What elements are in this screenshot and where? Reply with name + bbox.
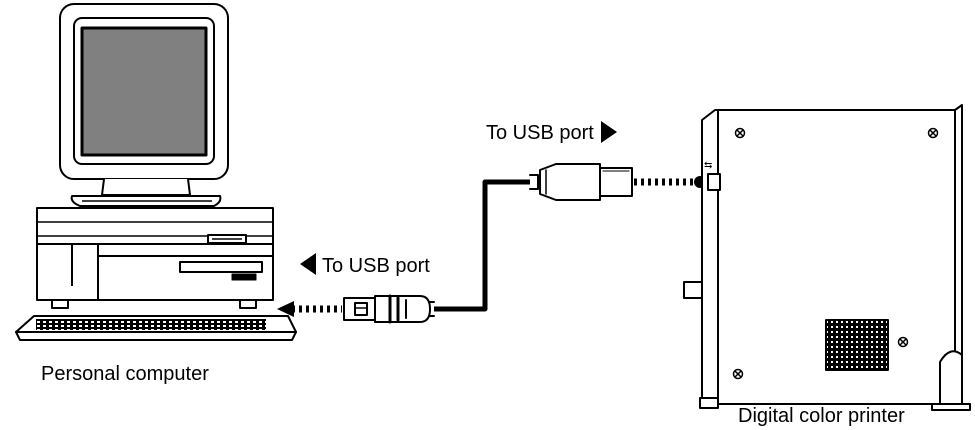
monitor-screen (80, 26, 208, 157)
label-personal-computer: Personal computer (41, 363, 209, 385)
digital-color-printer: ⇆ (683, 104, 971, 411)
plug-direction-printer (634, 176, 706, 188)
cable (425, 179, 533, 312)
usb-plug-printer (529, 163, 633, 201)
cd-drive (179, 261, 263, 273)
usb-cable (277, 163, 706, 324)
arrow-left-icon (300, 253, 316, 275)
arrow-right-icon (601, 121, 617, 143)
vent-grille (825, 319, 889, 371)
printer-usb-port (707, 173, 721, 191)
plug-direction-computer (277, 301, 342, 317)
label-to-usb-port-computer: To USB port (322, 255, 430, 277)
label-to-usb-port-printer: To USB port (486, 122, 594, 144)
label-digital-color-printer: Digital color printer (738, 405, 905, 427)
monitor (59, 3, 229, 207)
svg-text:⇆: ⇆ (704, 160, 712, 171)
screw-icons (732, 127, 939, 380)
printer-side-tab (683, 281, 703, 299)
usb-plug-computer (343, 294, 435, 324)
system-unit (36, 207, 274, 309)
personal-computer (15, 3, 297, 341)
keyboard (15, 315, 297, 341)
